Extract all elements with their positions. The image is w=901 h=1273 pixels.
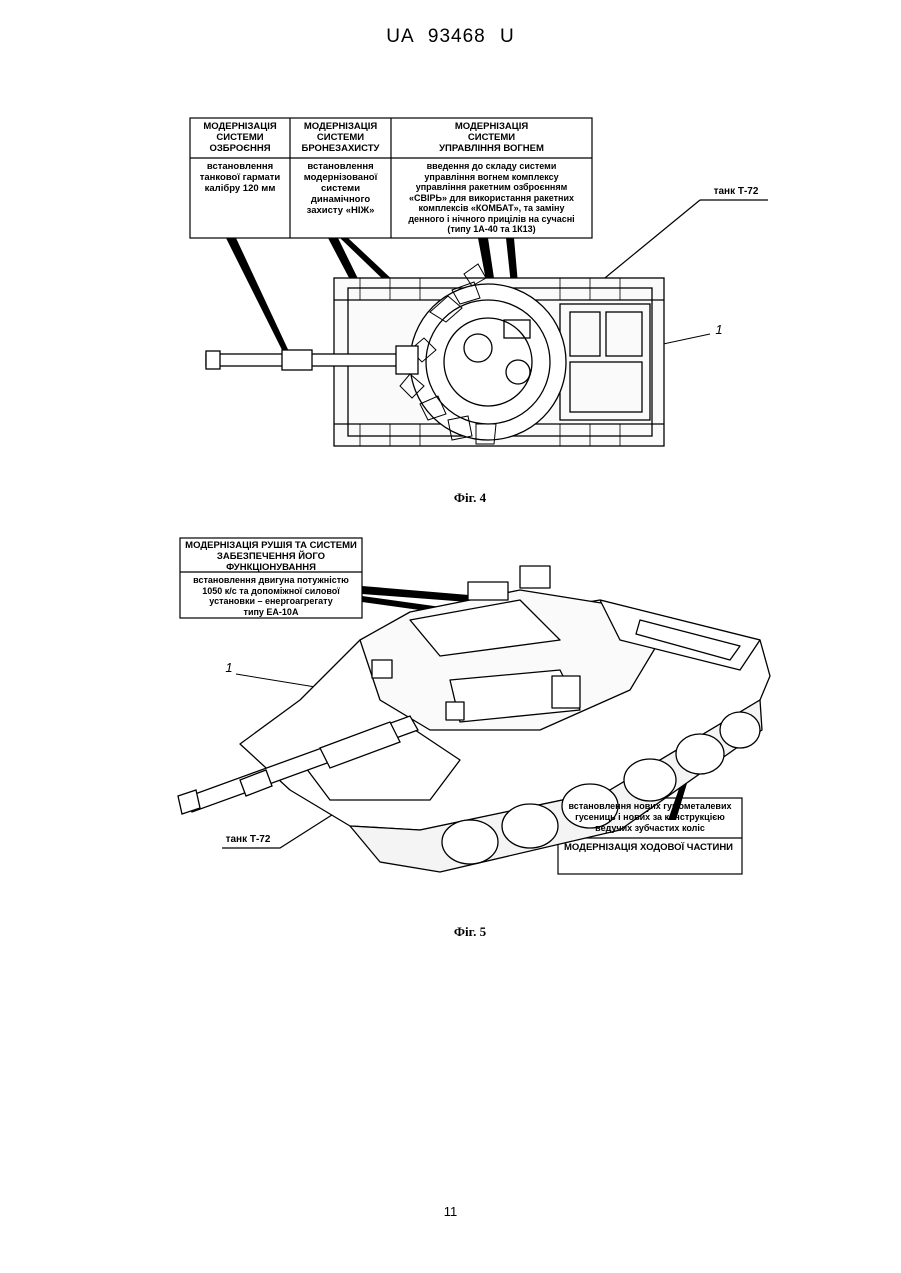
- page-number: 11: [0, 1204, 901, 1219]
- fig5-engine-header: МОДЕРНІЗАЦІЯ РУШІЯ ТА СИСТЕМИ ЗАБЕЗПЕЧЕН…: [182, 540, 360, 572]
- fig5-engine-text: встановлення двигуна потужністю 1050 к/с…: [182, 575, 360, 617]
- fig5-tank-label: танк Т-72: [218, 834, 278, 846]
- fig5-chassis-text: встановлення нових гумометалевих гусениц…: [560, 801, 740, 837]
- fig5-caption: Фіг. 5: [420, 924, 520, 940]
- fig5-chassis-header: МОДЕРНІЗАЦІЯ ХОДОВОЇ ЧАСТИНИ: [560, 842, 744, 856]
- fig5-ref-number: 1: [222, 662, 236, 674]
